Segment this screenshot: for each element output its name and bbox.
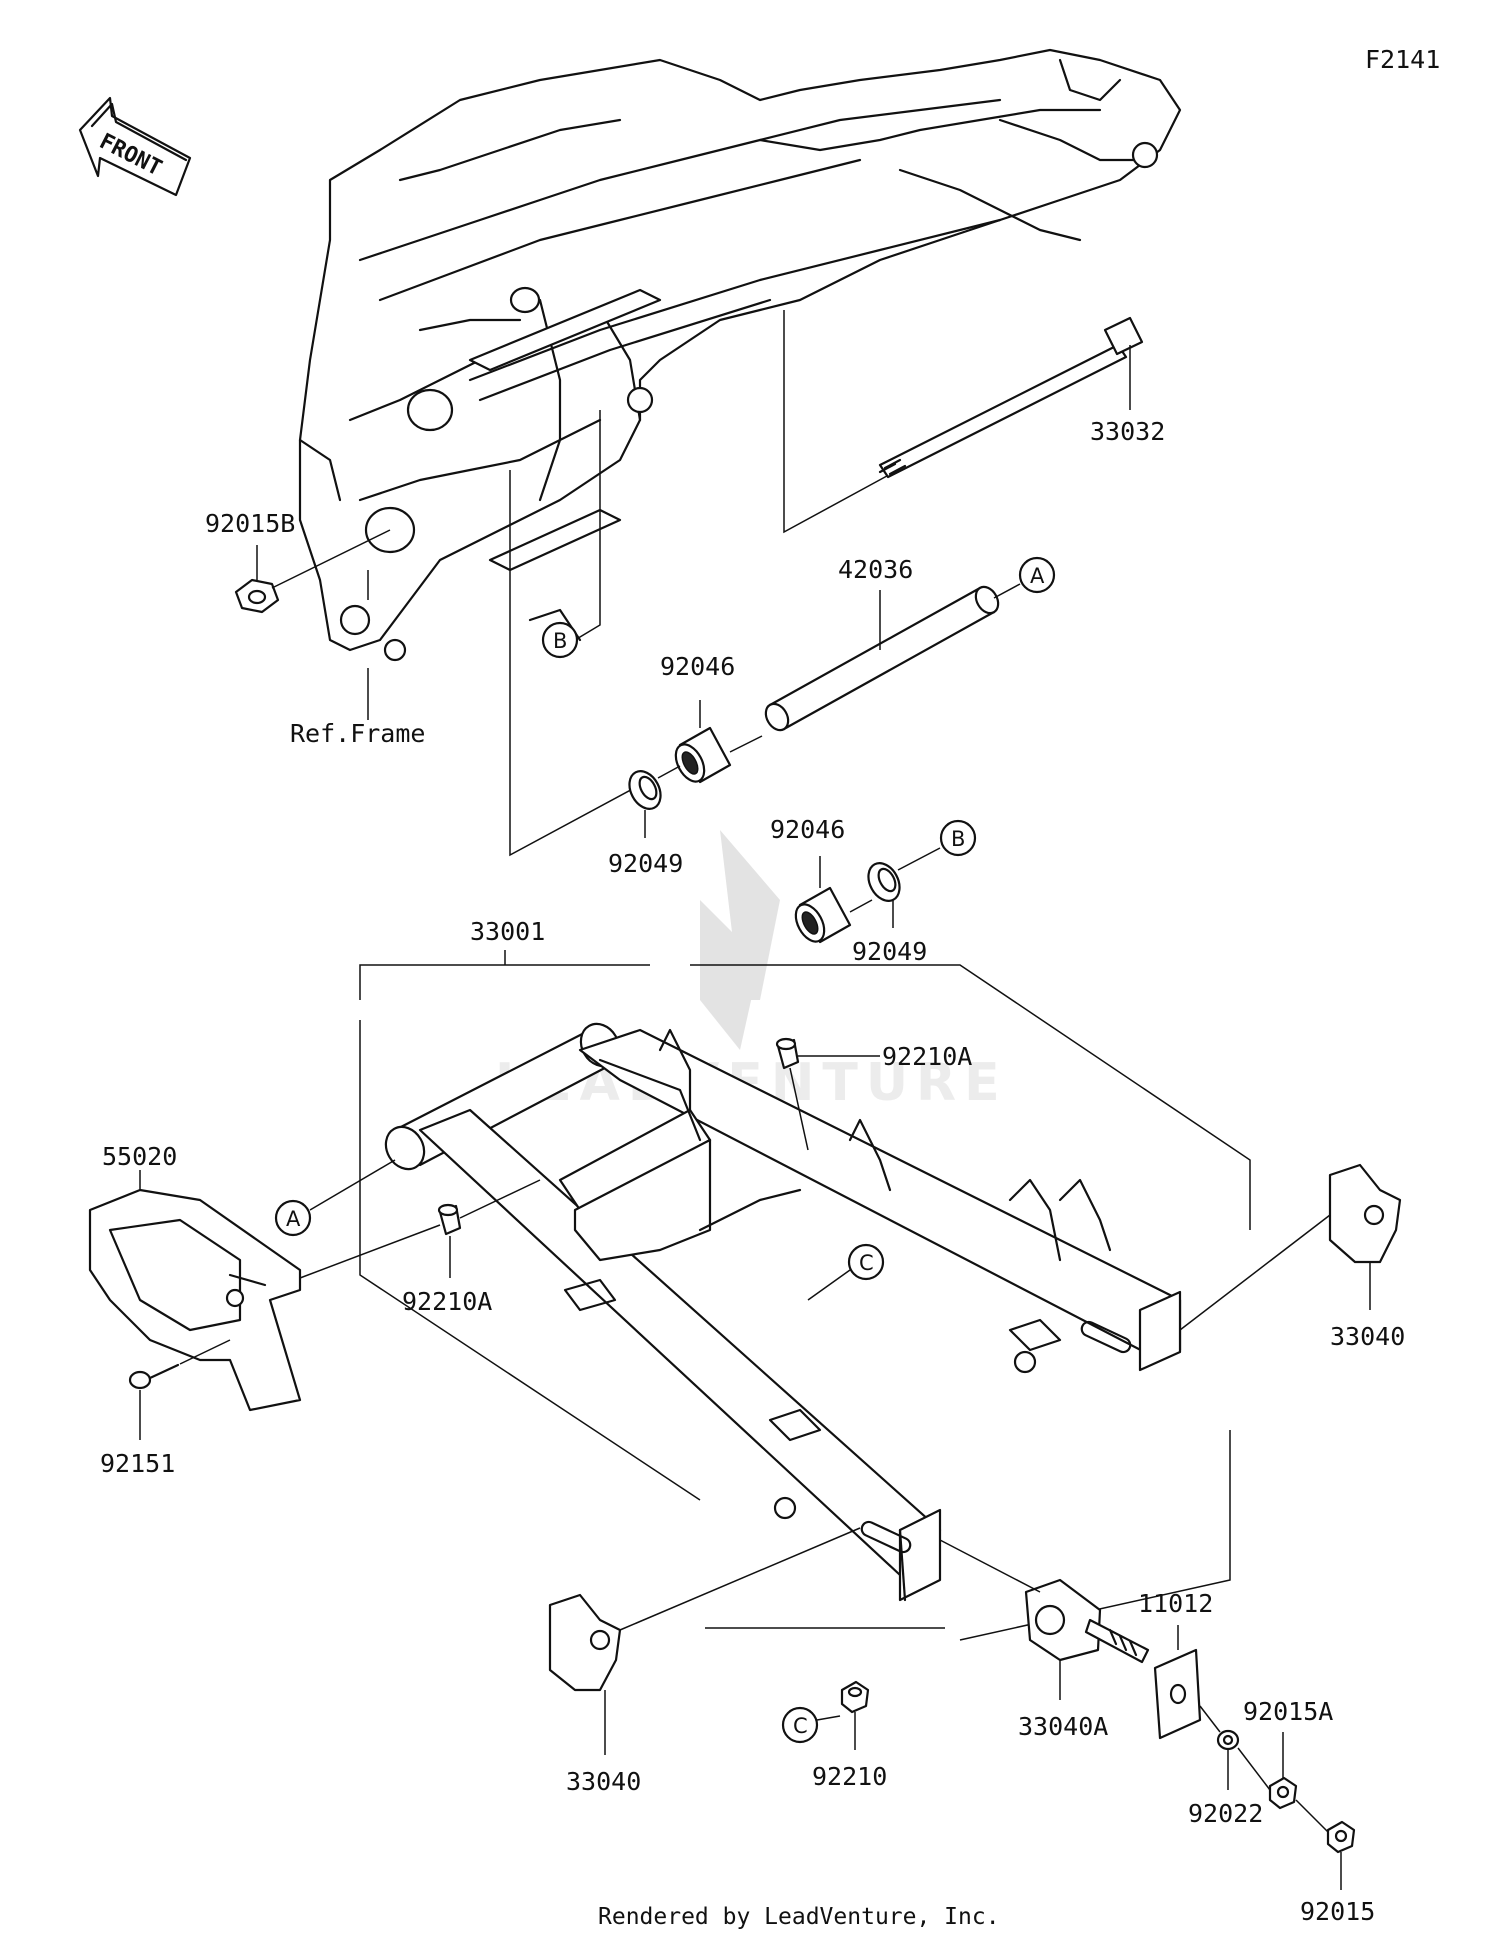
part-label-33040-right: 33040 <box>1330 1322 1405 1351</box>
part-label-33001: 33001 <box>470 917 545 946</box>
front-arrow-icon: FRONT <box>78 96 192 197</box>
part-label-42036: 42036 <box>838 555 913 584</box>
part-label-92015: 92015 <box>1300 1897 1375 1926</box>
needle-bearing-mid <box>794 856 873 944</box>
part-label-92046-top: 92046 <box>660 652 735 681</box>
reference-frame <box>298 48 1182 662</box>
part-label-11012: 11012 <box>1138 1589 1213 1618</box>
washer-mid <box>867 847 941 928</box>
bushing-92210A-left <box>437 1179 541 1278</box>
pivot-collar <box>764 583 1021 732</box>
part-label-92049-top: 92049 <box>608 849 683 878</box>
svg-text:B: B <box>951 827 965 851</box>
chain-adjuster-33040A <box>939 1539 1150 1700</box>
part-label-55020: 55020 <box>102 1142 177 1171</box>
pivot-bolt <box>878 316 1144 479</box>
nut-92015A <box>1237 1732 1298 1810</box>
callout-c-nut: C <box>781 1706 841 1744</box>
nut-92015B <box>234 529 391 614</box>
callout-b-frame: B <box>541 621 579 659</box>
part-label-92015B: 92015B <box>205 509 295 538</box>
callout-b-washer: B <box>939 819 977 857</box>
part-label-33040-left: 33040 <box>566 1767 641 1796</box>
part-label-33040A: 33040A <box>1018 1712 1108 1741</box>
part-label-92049-mid: 92049 <box>852 937 927 966</box>
cap-11012 <box>1153 1625 1202 1740</box>
reference-frame-label: Ref.Frame <box>290 719 425 748</box>
needle-bearing-top <box>674 700 763 784</box>
chain-adjuster-right <box>1179 1163 1402 1331</box>
footer-credit: Rendered by LeadVenture, Inc. <box>598 1904 1000 1930</box>
svg-text:C: C <box>793 1714 808 1738</box>
part-label-92022: 92022 <box>1188 1799 1263 1828</box>
svg-text:A: A <box>1030 564 1045 588</box>
bushing-92210A-top <box>775 1037 880 1151</box>
svg-text:A: A <box>286 1207 301 1231</box>
part-label-92046-mid: 92046 <box>770 815 845 844</box>
svg-text:B: B <box>553 629 567 653</box>
chain-adjuster-left <box>548 1527 861 1755</box>
part-label-92210A-left: 92210A <box>402 1287 492 1316</box>
swingarm <box>384 1022 1182 1602</box>
washer-92022 <box>1199 1705 1240 1790</box>
nut-92015 <box>1295 1799 1356 1890</box>
callout-c-swingarm: C <box>807 1243 885 1301</box>
part-label-33032: 33032 <box>1090 417 1165 446</box>
svg-text:C: C <box>859 1251 874 1275</box>
part-label-92210: 92210 <box>812 1762 887 1791</box>
bolt-92151 <box>128 1339 231 1440</box>
figure-code: F2141 <box>1365 45 1440 74</box>
chain-guard <box>88 1170 441 1412</box>
part-label-92210A-top: 92210A <box>882 1042 972 1071</box>
washer-top <box>628 765 681 838</box>
callout-a-swingarm: A <box>274 1159 396 1237</box>
part-label-92151: 92151 <box>100 1449 175 1478</box>
nut-92210 <box>840 1680 870 1750</box>
callout-a-collar: A <box>1018 556 1056 594</box>
part-label-92015A: 92015A <box>1243 1697 1333 1726</box>
